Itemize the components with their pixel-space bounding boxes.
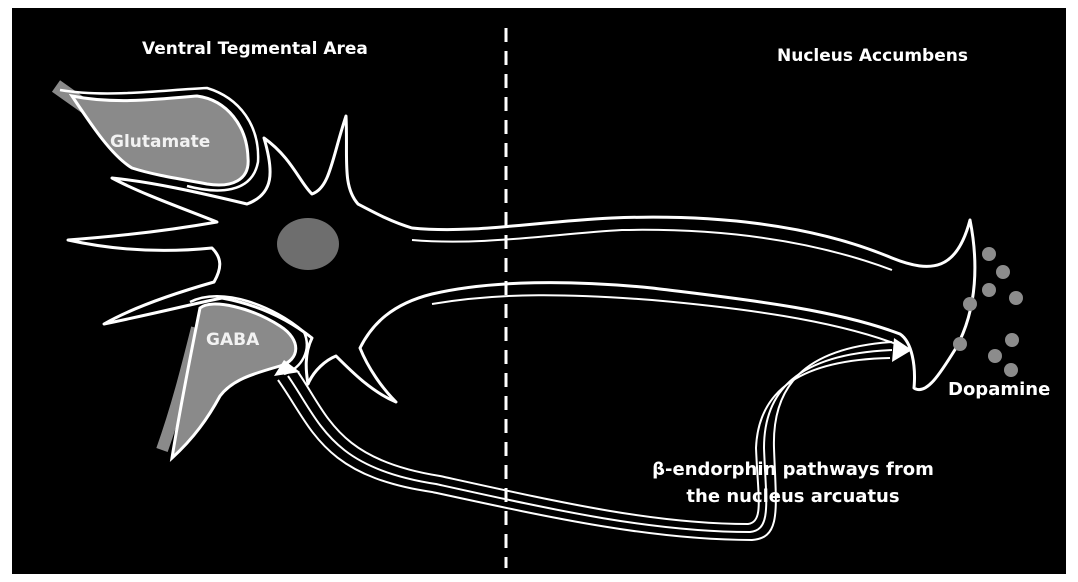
- vesicle: [982, 247, 996, 261]
- pathway-label-line1: β-endorphin pathways from: [628, 456, 958, 483]
- gaba-terminal: [172, 304, 296, 458]
- vesicle: [996, 265, 1010, 279]
- pathway-arrow-accumbens: [892, 338, 912, 362]
- vesicle: [1005, 333, 1019, 347]
- vesicle: [988, 349, 1002, 363]
- glutamate-label: Glutamate: [110, 132, 210, 152]
- pathway-label-line2: the nucleus arcuatus: [628, 483, 958, 510]
- dopamine-label: Dopamine: [948, 379, 1050, 401]
- vesicle: [953, 337, 967, 351]
- gaba-label: GABA: [206, 330, 259, 350]
- beta-endorphin-pathway: [278, 342, 892, 540]
- pathway-label: β-endorphin pathways from the nucleus ar…: [628, 456, 958, 510]
- vesicle: [1004, 363, 1018, 377]
- vesicle: [982, 283, 996, 297]
- region-label-nucleus-accumbens: Nucleus Accumbens: [777, 46, 968, 66]
- diagram-panel: Ventral Tegmental Area Nucleus Accumbens…: [12, 8, 1066, 574]
- dopamine-vesicles: [953, 247, 1023, 377]
- vesicle: [963, 297, 977, 311]
- vesicle: [1009, 291, 1023, 305]
- cell-nucleus: [277, 218, 339, 270]
- region-label-vta: Ventral Tegmental Area: [142, 39, 368, 59]
